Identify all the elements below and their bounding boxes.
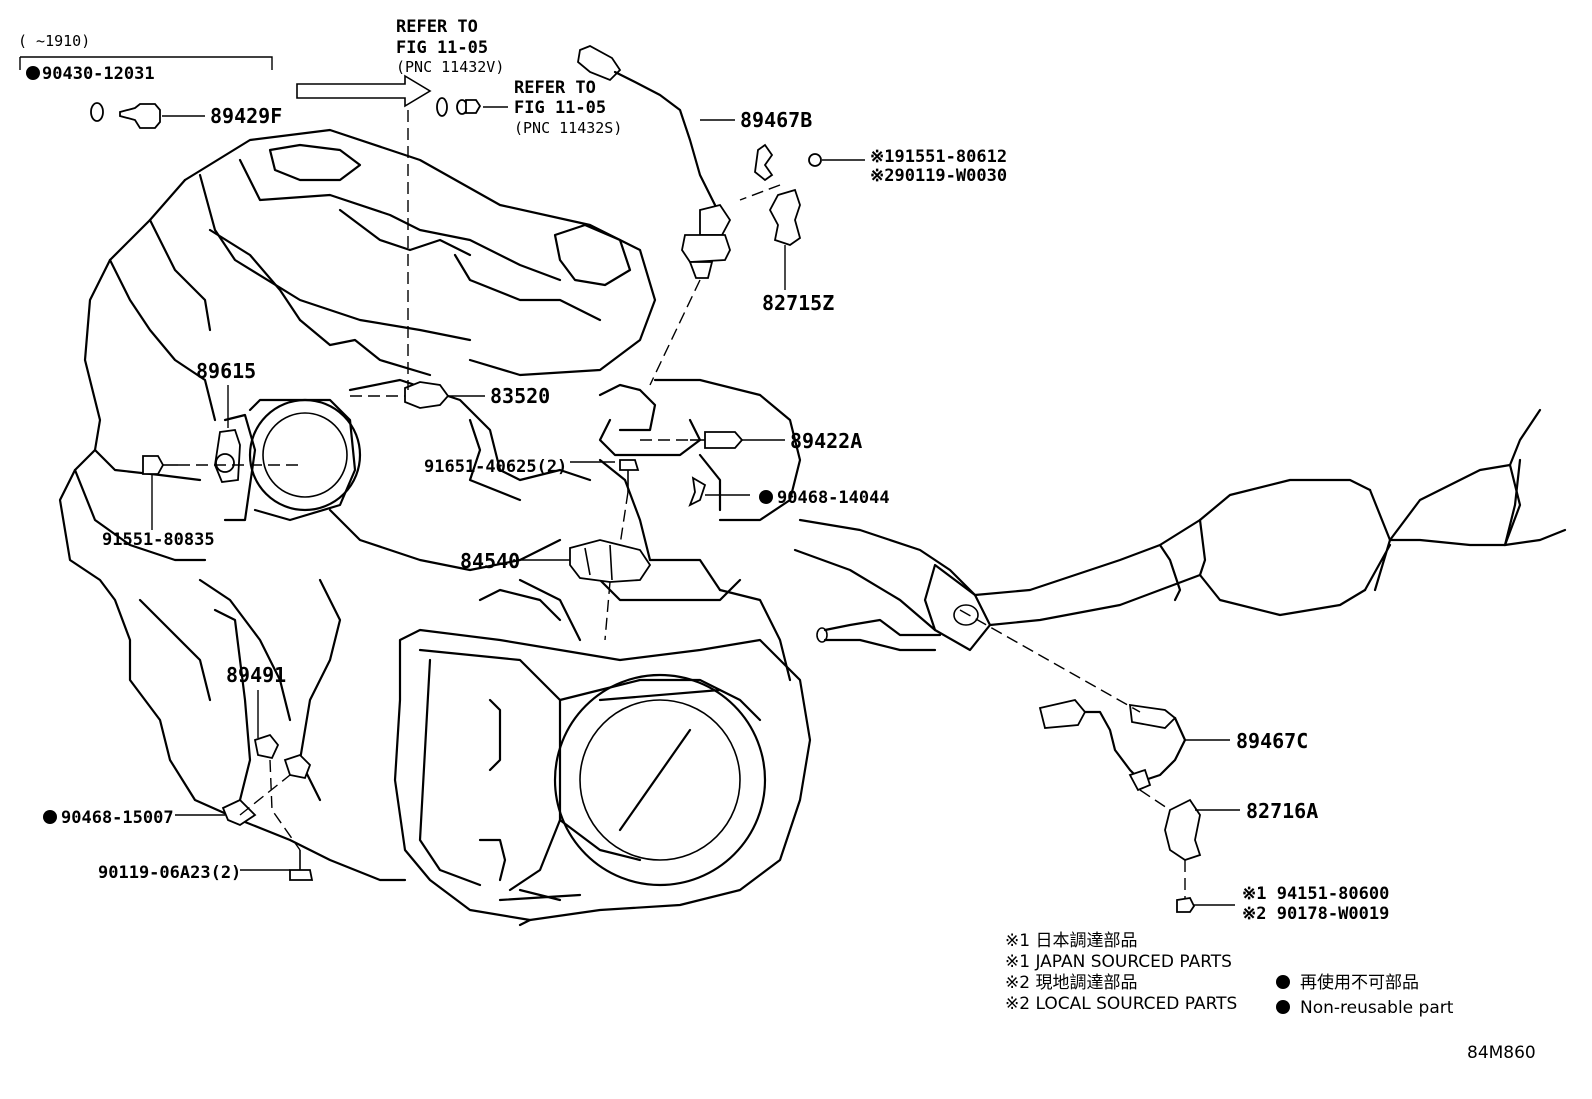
bolt-91651-40625[interactable] [619,459,640,492]
label-290178-W0019[interactable]: ※2 90178-W0019 [1242,904,1389,924]
bolt-91551-80835[interactable] [142,455,178,475]
label-84540[interactable]: 84540 [460,549,520,573]
clip-90468-14044[interactable] [688,476,707,507]
label-91651-40625[interactable]: 91651-40625(2) [424,457,567,477]
non-reusable-dot-90468-14044 [759,490,773,504]
plug-11432s[interactable] [456,99,482,115]
non-reusable-dot-90468-15007 [43,810,57,824]
bracket-82716A[interactable] [1164,798,1202,861]
refer1-line1[interactable]: REFER TO [396,17,478,37]
legend-local-en: ※2 LOCAL SOURCED PARTS [1005,994,1237,1014]
refer2-line3[interactable]: (PNC 11432S) [514,119,622,137]
label-90468-14044[interactable]: 90468-14044 [777,488,890,508]
figure-id: 84M860 [1467,1043,1536,1063]
legend-nonreusable-jp: 再使用不可部品 [1300,972,1419,993]
label-191551-80612[interactable]: ※191551-80612 [870,147,1007,167]
refer1-line3[interactable]: (PNC 11432V) [396,58,504,76]
date-range-label: ( ~1910) [18,32,90,50]
label-90119-06A23[interactable]: 90119-06A23(2) [98,863,241,883]
label-89467B[interactable]: 89467B [740,108,812,132]
clip-90468-15007[interactable] [221,798,257,827]
non-reusable-markers [26,66,1290,1014]
sensor-89429F[interactable] [119,103,161,129]
label-194151-80600[interactable]: ※1 94151-80600 [1242,884,1389,904]
label-91551-80835[interactable]: 91551-80835 [102,530,215,550]
bracket-82715Z[interactable] [754,143,822,246]
callout-labels: ( ~1910) 90430-12031 89429F REFER TO FIG… [18,17,1389,924]
legend-dot-2 [1276,1000,1290,1014]
label-83520[interactable]: 83520 [490,384,550,408]
non-reusable-dot-90430 [26,66,40,80]
sensor-89491[interactable] [253,733,312,780]
washer-90430-12031[interactable] [90,102,104,122]
legend-dot-1 [1276,975,1290,989]
legend: ※1 日本調達部品 ※1 JAPAN SOURCED PARTS ※2 現地調達… [1005,931,1454,1018]
label-90430-12031[interactable]: 90430-12031 [42,64,155,84]
washer-11432v[interactable] [436,97,448,117]
bolt-90119-06A23[interactable] [289,850,314,881]
refer2-line2[interactable]: FIG 11-05 [514,98,606,118]
legend-nonreusable-en: Non-reusable part [1300,998,1454,1018]
legend-local-jp: ※2 現地調達部品 [1005,973,1137,993]
sensor-89422A[interactable] [690,431,744,449]
label-290119-W0030[interactable]: ※290119-W0030 [870,166,1007,186]
legend-japan-jp: ※1 日本調達部品 [1005,931,1137,951]
label-89422A[interactable]: 89422A [790,429,862,453]
label-89467C[interactable]: 89467C [1236,729,1308,753]
label-82715Z[interactable]: 82715Z [762,291,834,315]
switch-84540[interactable] [569,539,652,583]
oxygen-sensor-89467C[interactable] [1038,698,1187,792]
label-89429F[interactable]: 89429F [210,104,282,128]
sensor-89615[interactable] [214,429,241,483]
label-89491[interactable]: 89491 [226,663,286,687]
legend-japan-en: ※1 JAPAN SOURCED PARTS [1005,952,1232,972]
switch-83520[interactable] [404,381,450,409]
refer2-line1[interactable]: REFER TO [514,78,596,98]
leader-lines [19,56,1240,906]
engine-assembly [58,128,1567,927]
label-89615[interactable]: 89615 [196,359,256,383]
label-90468-15007[interactable]: 90468-15007 [61,808,174,828]
refer1-line2[interactable]: FIG 11-05 [396,38,488,58]
parts [90,45,1202,913]
oxygen-sensor-89467B[interactable] [577,45,732,279]
label-82716A[interactable]: 82716A [1246,799,1318,823]
nut-94151-80600[interactable] [1176,897,1196,913]
